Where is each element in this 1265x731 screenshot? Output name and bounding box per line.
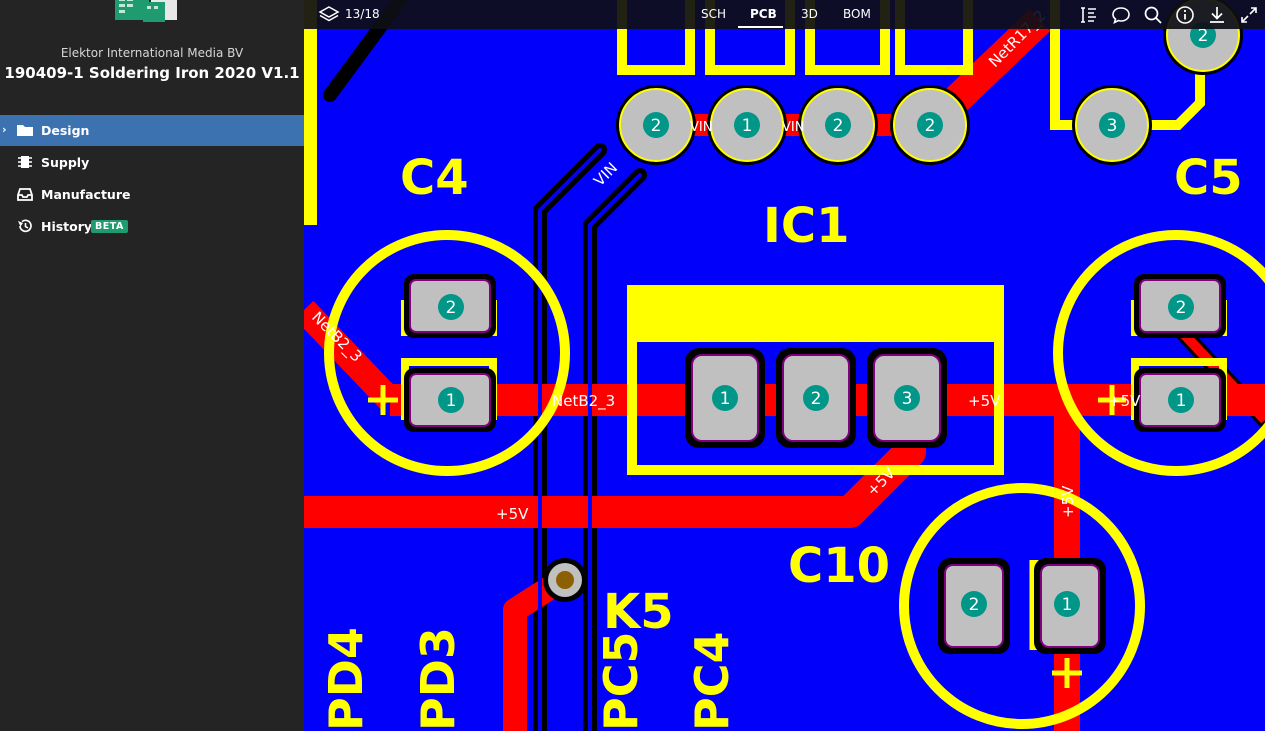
pad-number: 2: [1198, 26, 1209, 46]
info-icon[interactable]: [1175, 5, 1195, 25]
pad-numbers: 2 1 2 2 2 3 2 1 1 2 3 2 1 2 1: [446, 26, 1209, 615]
pad-markers: [438, 22, 1216, 617]
chip-icon: [18, 156, 32, 168]
designator-c4: C4: [400, 150, 469, 206]
connector-pin-label: PC5: [594, 632, 648, 731]
sidebar-item-supply[interactable]: Supply: [0, 147, 304, 178]
project-title: 190409-1 Soldering Iron 2020 V1.1: [4, 64, 300, 82]
beta-badge: BETA: [91, 220, 128, 233]
via-hole: [556, 571, 574, 589]
pad-number: 1: [742, 116, 753, 136]
pad-number: 2: [651, 116, 662, 136]
pcb-viewer[interactable]: 2 1 2 2 2 3 2 1 1 2 3 2 1 2 1 C4 IC1 C5 …: [304, 0, 1265, 731]
sidebar-item-label: History: [41, 219, 93, 234]
download-icon[interactable]: [1207, 5, 1227, 25]
sidebar-item-label: Design: [41, 123, 90, 138]
pad-number: 2: [1176, 298, 1187, 318]
connector-pin-label: PC4: [685, 632, 739, 731]
search-icon[interactable]: [1143, 5, 1163, 25]
net-label: +5V: [968, 392, 1001, 410]
sidebar: Elektor International Media BV 190409-1 …: [0, 0, 304, 731]
net-label: NetB2_3: [552, 392, 615, 411]
pad-number: 3: [902, 389, 913, 409]
designator-ic1: IC1: [763, 198, 849, 254]
net-label: VIN: [782, 120, 804, 135]
tab-3d[interactable]: 3D: [801, 7, 818, 21]
company-name: Elektor International Media BV: [60, 46, 244, 60]
tab-sch[interactable]: SCH: [701, 7, 727, 21]
sidebar-item-design[interactable]: › Design: [0, 115, 304, 146]
sidebar-item-manufacture[interactable]: Manufacture: [0, 179, 304, 210]
sidebar-item-history[interactable]: History BETA: [0, 211, 304, 242]
designator-c10: C10: [788, 538, 890, 594]
net-label: +5V: [1059, 485, 1077, 518]
pad-number: 2: [969, 595, 980, 615]
net-label: VIN: [690, 120, 712, 135]
measure-icon[interactable]: [1079, 5, 1099, 25]
sidebar-item-label: Supply: [41, 155, 90, 170]
viewer-toolbar: 13/18 SCH PCB 3D BOM: [304, 0, 1265, 29]
tab-bom[interactable]: BOM: [843, 7, 871, 21]
connector-pin-label: PD3: [411, 627, 465, 731]
page-counter: 13/18: [345, 7, 380, 21]
pad-number: 2: [811, 389, 822, 409]
folder-icon: [17, 125, 33, 136]
pcb-canvas[interactable]: 2 1 2 2 2 3 2 1 1 2 3 2 1 2 1 C4 IC1 C5 …: [304, 0, 1265, 731]
project-thumbnail-icon: [115, 0, 177, 22]
pad-number: 1: [720, 389, 731, 409]
pad-number: 1: [1062, 595, 1073, 615]
history-icon: [18, 219, 32, 233]
pad-number: 2: [446, 298, 457, 318]
pad-number: 2: [833, 116, 844, 136]
pad-number: 3: [1107, 116, 1118, 136]
net-label: +5V: [496, 505, 529, 523]
comment-icon[interactable]: [1111, 5, 1131, 25]
net-label: +5V: [1108, 392, 1141, 410]
inner-traces: [538, 148, 642, 731]
designators: C4 IC1 C5 C10 K5 PD4 PD3 PC5 PC4: [319, 150, 1243, 731]
active-tab-indicator: [738, 26, 783, 28]
pad-number: 1: [446, 391, 457, 411]
designator-c5: C5: [1174, 150, 1243, 206]
pad-number: 1: [1176, 391, 1187, 411]
tray-icon: [17, 188, 33, 201]
ic1-silkscreen-bar: [632, 290, 999, 342]
connector-pin-label: PD4: [319, 627, 373, 731]
chevron-right-icon: ›: [2, 123, 7, 136]
tab-pcb[interactable]: PCB: [750, 7, 777, 21]
designator-k5: K5: [603, 584, 674, 640]
fullscreen-icon[interactable]: [1239, 5, 1259, 25]
layers-icon[interactable]: [318, 5, 340, 25]
sidebar-item-label: Manufacture: [41, 187, 131, 202]
pad-number: 2: [925, 116, 936, 136]
